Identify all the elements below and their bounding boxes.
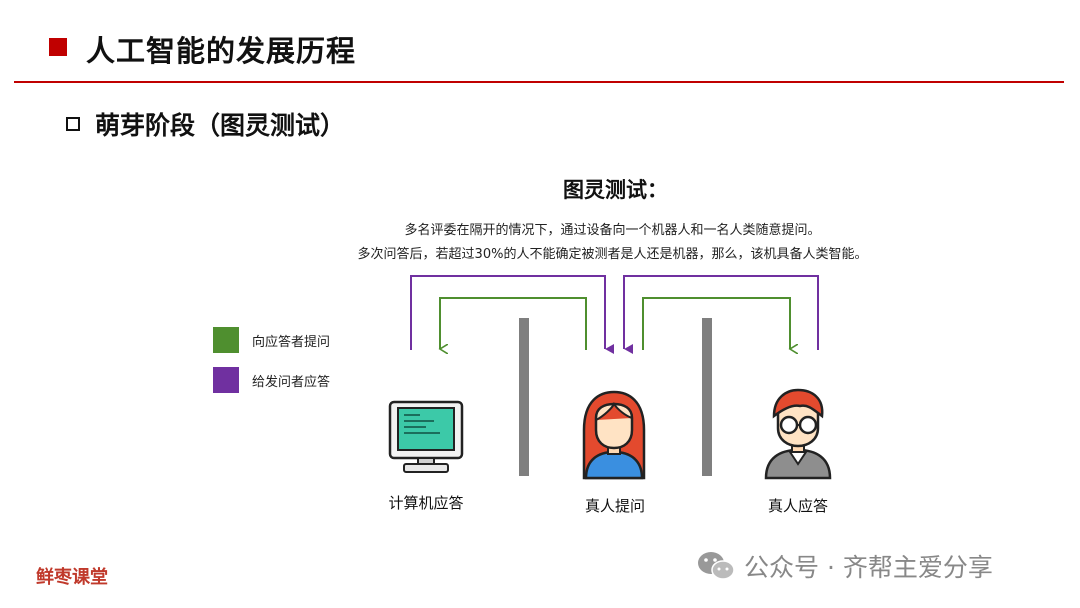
watermark-text: 公众号 · 齐帮主爱分享 (744, 553, 993, 582)
legend-swatch-ask (213, 327, 239, 353)
flow-answer-left (410, 275, 614, 354)
description-line-2: 多次问答后，若超过30%的人不能确定被测者是人还是机器，那么，该机具备人类智能。 (357, 247, 868, 262)
section-subtitle: 萌芽阶段（图灵测试） (95, 111, 346, 140)
wechat-icon (698, 552, 735, 580)
separator-wall-left (519, 318, 529, 476)
separator-wall-right (702, 318, 712, 476)
computer-icon (388, 400, 464, 473)
man-responder-icon (764, 388, 832, 480)
woman-questioner-icon (582, 390, 646, 480)
title-divider (14, 81, 1064, 83)
flow-answer-right (623, 275, 819, 354)
description-line-1: 多名评委在隔开的情况下，通过设备向一个机器人和一名人类随意提问。 (404, 223, 821, 238)
human-responder-label: 真人应答 (767, 497, 828, 515)
page-title: 人工智能的发展历程 (86, 34, 357, 68)
legend-label-answer: 给发问者应答 (252, 375, 331, 390)
flow-ask-left (440, 297, 587, 350)
legend-swatch-answer (213, 367, 239, 393)
flow-ask-right (642, 297, 790, 350)
human-questioner-label: 真人提问 (584, 497, 645, 515)
legend-label-ask: 向应答者提问 (252, 335, 331, 350)
subtitle-bullet (66, 117, 80, 131)
computer-responder-label: 计算机应答 (388, 494, 464, 512)
title-bullet (49, 38, 67, 56)
watermark: 公众号 · 齐帮主爱分享 (696, 548, 993, 584)
diagram-title: 图灵测试： (563, 178, 668, 202)
brand-logo-text: 鲜枣课堂 (36, 567, 108, 588)
